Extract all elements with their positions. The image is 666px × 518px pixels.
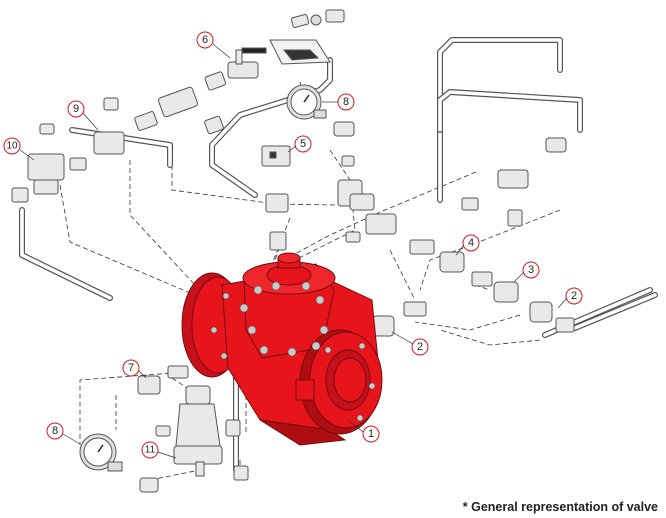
callout-5: [294, 135, 312, 153]
svg-text:10: 10: [6, 141, 18, 152]
callout-1: [362, 425, 380, 443]
svg-text:9: 9: [73, 103, 79, 115]
fittings: [11, 9, 575, 493]
svg-text:4: 4: [468, 237, 474, 249]
svg-text:3: 3: [528, 264, 534, 276]
callout-leaders: [19, 43, 568, 459]
callout-10: [3, 137, 21, 155]
callout-2a: [411, 338, 429, 356]
callout-9: [67, 100, 85, 118]
callout-labels: 1 2 2 3 4 5 6 7 8 8 9 10 11: [6, 34, 577, 456]
svg-text:2: 2: [417, 341, 423, 353]
svg-text:8: 8: [52, 425, 58, 437]
svg-text:7: 7: [128, 362, 134, 374]
svg-text:8: 8: [343, 96, 349, 108]
svg-text:2: 2: [571, 290, 577, 302]
pressure-gauge-top: [286, 84, 327, 120]
svg-text:6: 6: [202, 34, 208, 46]
callout-4: [462, 234, 480, 252]
callout-group: [3, 31, 583, 459]
callout-11: [141, 441, 159, 459]
callout-8b: [46, 422, 64, 440]
callout-6: [196, 31, 214, 49]
valve-body: [181, 252, 383, 446]
valve-bolts: [210, 281, 376, 422]
svg-text:5: 5: [300, 138, 306, 150]
footnote: * General representation of valve: [462, 500, 658, 514]
svg-text:1: 1: [368, 428, 374, 440]
pressure-gauge-bottom: [79, 433, 123, 472]
callout-2b: [565, 287, 583, 305]
callout-3: [522, 261, 540, 279]
callout-7: [122, 359, 140, 377]
svg-text:11: 11: [145, 445, 156, 456]
